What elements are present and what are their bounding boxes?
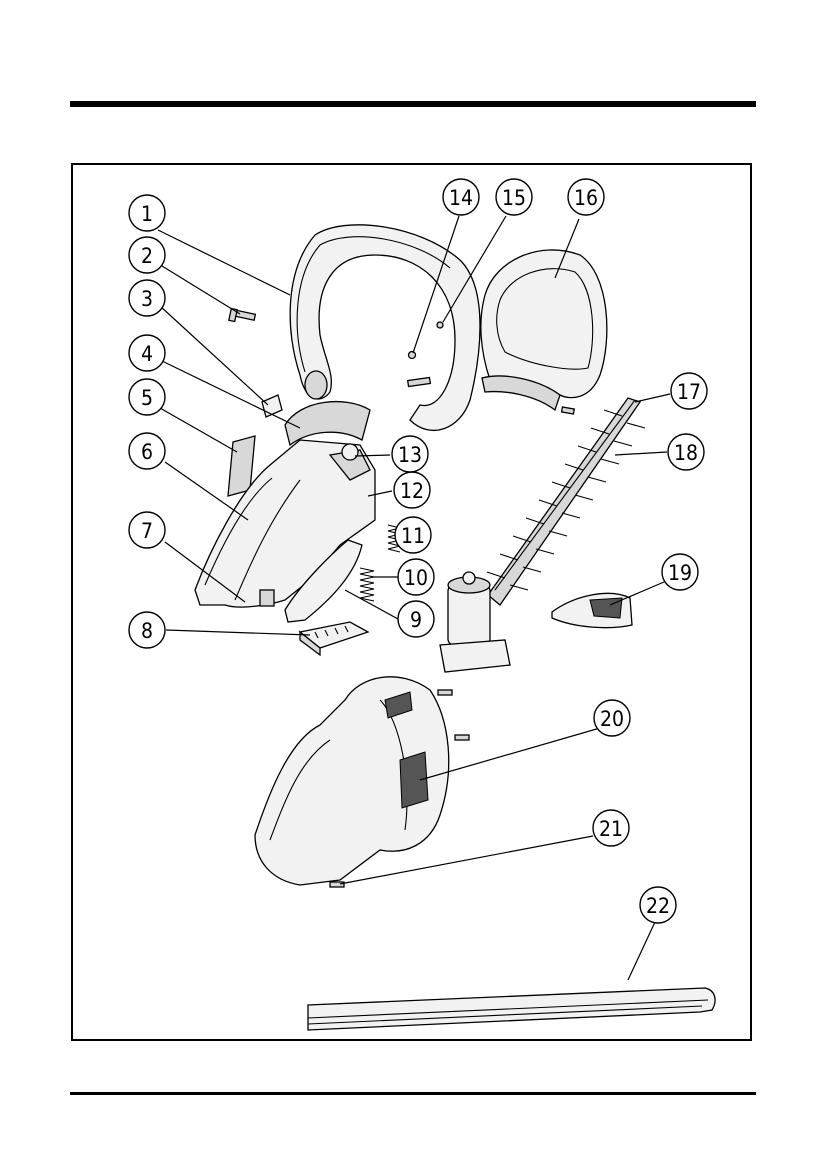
footer-rule [70,1092,756,1095]
pin-15 [437,322,443,328]
callout-22: 22 [640,887,676,923]
switch-8 [300,622,368,655]
callout-17: 17 [671,373,707,409]
front-handle [290,225,480,431]
callout-label: 19 [668,561,692,585]
callout-3: 3 [129,280,165,316]
callout-4: 4 [129,335,165,371]
callout-8: 8 [129,612,165,648]
callout-19: 19 [662,554,698,590]
callout-14: 14 [443,179,479,215]
callout-9: 9 [398,601,434,637]
callout-6: 6 [129,433,165,469]
callout-label: 17 [677,380,701,404]
screw-handle [408,377,431,386]
callout-2: 2 [129,237,165,273]
callout-label: 3 [141,287,153,311]
callout-label: 10 [404,566,428,590]
callout-label: 12 [400,479,424,503]
callout-label: 8 [141,619,153,643]
screw-21 [330,882,344,887]
callout-label: 11 [401,524,425,548]
callout-label: 6 [141,440,153,464]
blade-scabbard [308,988,715,1030]
callout-20: 20 [594,700,630,736]
callout-label: 16 [574,186,598,210]
callout-label: 18 [674,441,698,465]
callout-label: 2 [141,244,153,268]
front-housing-half [255,677,469,887]
blade-assembly [487,398,645,605]
callout-label: 13 [398,443,422,467]
callout-label: 20 [600,707,624,731]
pin-14 [409,352,416,359]
callout-label: 7 [141,519,153,543]
hand-guard [481,250,607,410]
callout-11: 11 [395,517,431,553]
trigger-part-4 [285,402,370,445]
spring-10 [360,568,374,601]
rear-housing-half [195,440,375,607]
callout-label: 15 [502,186,526,210]
screw-2 [229,309,256,322]
callout-label: 9 [410,608,422,632]
callout-16: 16 [568,179,604,215]
callout-15: 15 [496,179,532,215]
callout-7: 7 [129,512,165,548]
callout-1: 1 [129,195,165,231]
screw-17 [562,407,575,414]
trigger-part-3 [262,395,282,417]
callout-21: 21 [593,810,629,846]
callout-label: 1 [141,202,153,226]
callout-label: 5 [141,386,153,410]
callout-13: 13 [392,436,428,472]
callout-12: 12 [394,472,430,508]
callout-5: 5 [129,379,165,415]
callout-label: 22 [646,894,670,918]
callout-label: 4 [141,342,153,366]
callout-label: 21 [599,817,623,841]
callout-label: 14 [449,186,473,210]
callout-10: 10 [398,559,434,595]
callout-18: 18 [668,434,704,470]
